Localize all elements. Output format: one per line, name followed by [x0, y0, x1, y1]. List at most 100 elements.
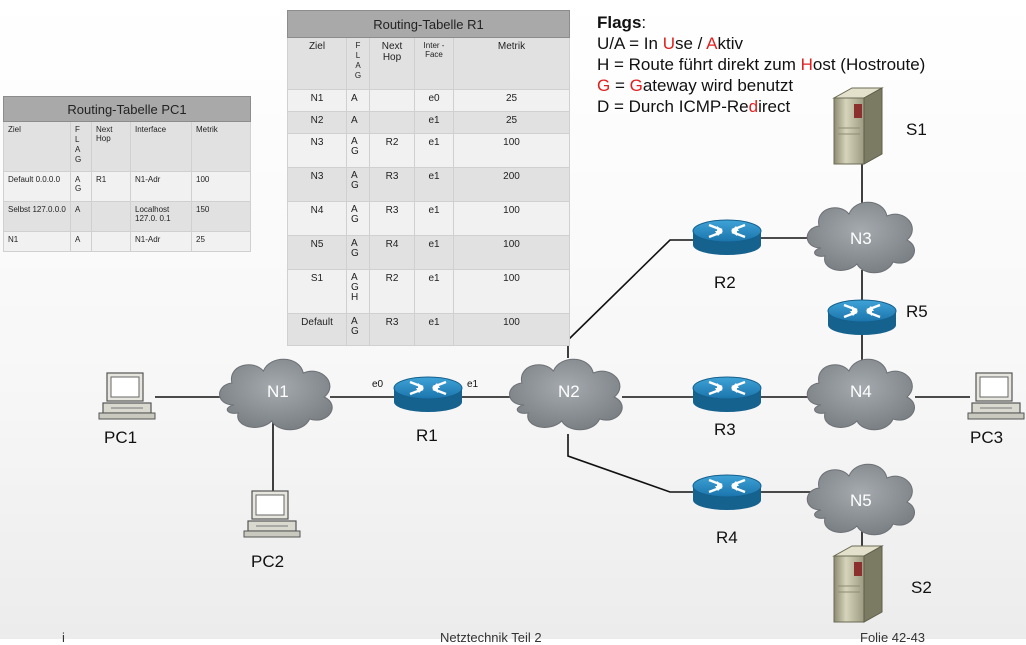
column-header: Inter - Face	[414, 37, 454, 90]
cell-hop: R2	[369, 133, 415, 168]
cell-ziel: N3	[287, 167, 347, 202]
table-title: Routing-Tabelle R1	[287, 10, 570, 38]
cell-interface: N1-Adr	[130, 171, 192, 202]
footer-slide-number: Folie 42-43	[860, 630, 926, 645]
r1-e1-label: e1	[467, 379, 479, 390]
cell-ziel: N4	[287, 201, 347, 236]
n4-label: N4	[850, 382, 872, 401]
cell-ziel: N1	[3, 231, 71, 252]
column-header: Metrik	[191, 121, 251, 172]
pc1-computer-icon	[98, 372, 156, 420]
column-header: Ziel	[287, 37, 347, 90]
pc3-label: PC3	[970, 428, 1004, 447]
cell-metrik: 25	[453, 89, 570, 112]
cell-interface: e0	[414, 89, 454, 112]
cell-flag: A	[346, 111, 370, 134]
cell-interface: N1-Adr	[130, 231, 192, 252]
pc3-computer-icon	[967, 372, 1025, 420]
r4-router-icon	[691, 473, 763, 512]
table-row: N1 A N1-Adr 25	[3, 231, 251, 252]
cell-interface: e1	[414, 235, 454, 270]
r1-router-icon	[392, 375, 464, 414]
cell-ziel: N5	[287, 235, 347, 270]
table-row: Selbst 127.0.0.0 A Localhost 127.0. 0.1 …	[3, 201, 251, 232]
cell-hop: R4	[369, 235, 415, 270]
link-n2-r2	[567, 239, 695, 358]
cell-metrik: 150	[191, 201, 251, 232]
cell-hop: R2	[369, 269, 415, 314]
cell-flag: A G	[70, 171, 92, 202]
table-row: Default 0.0.0.0 A G R1 N1-Adr 100	[3, 171, 251, 202]
pc2-label: PC2	[251, 552, 285, 571]
r2-label: R2	[714, 273, 736, 292]
cell-ziel: Selbst 127.0.0.0	[3, 201, 71, 232]
flag-line-host: H = Route führt direkt zum Host (Hostrou…	[597, 55, 926, 74]
cell-metrik: 100	[191, 171, 251, 202]
cell-metrik: 200	[453, 167, 570, 202]
cell-hop	[91, 201, 131, 232]
cell-metrik: 100	[453, 313, 570, 346]
cell-ziel: N3	[287, 133, 347, 168]
cell-ziel: N1	[287, 89, 347, 112]
flag-line-redirect: D = Durch ICMP-Redirect	[597, 97, 791, 116]
r4-label: R4	[716, 528, 738, 547]
cell-flag: A	[70, 231, 92, 252]
cell-interface: e1	[414, 111, 454, 134]
cell-interface: e1	[414, 201, 454, 236]
s1-label: S1	[906, 120, 927, 139]
cell-metrik: 100	[453, 133, 570, 168]
r1-label: R1	[416, 426, 438, 445]
r5-router-icon	[826, 298, 898, 337]
cell-hop: R3	[369, 167, 415, 202]
column-header: Next Hop	[369, 37, 415, 90]
flag-line-use-aktiv: U/A = In Use / Aktiv	[597, 34, 743, 53]
cell-ziel: Default 0.0.0.0	[3, 171, 71, 202]
flags-legend: Flags: U/A = In Use / Aktiv H = Route fü…	[597, 12, 925, 117]
cell-hop	[91, 231, 131, 252]
cell-hop	[369, 89, 415, 112]
pc1-label: PC1	[104, 428, 138, 447]
flags-heading-text: Flags	[597, 13, 642, 32]
cell-hop: R1	[91, 171, 131, 202]
column-header: Ziel	[3, 121, 71, 172]
cell-hop	[369, 111, 415, 134]
network-links	[155, 162, 970, 565]
flags-heading: Flags:	[597, 13, 647, 32]
s2-label: S2	[911, 578, 932, 597]
cell-hop: R3	[369, 313, 415, 346]
footer-left: i	[62, 630, 65, 645]
cell-interface: e1	[414, 167, 454, 202]
r1-e0-label: e0	[372, 379, 384, 390]
s2-server-icon	[833, 545, 883, 623]
cell-ziel: N2	[287, 111, 347, 134]
table-row: N2 A e1 25	[287, 111, 570, 134]
footer-title: Netztechnik Teil 2	[440, 630, 542, 645]
r5-label: R5	[906, 302, 928, 321]
cell-flag: A	[346, 89, 370, 112]
column-header: Metrik	[453, 37, 570, 90]
column-header: Interface	[130, 121, 192, 172]
cell-metrik: 25	[453, 111, 570, 134]
cell-interface: Localhost 127.0. 0.1	[130, 201, 192, 232]
table-row: N1 A e0 25	[287, 89, 570, 112]
n3-label: N3	[850, 229, 872, 248]
r2-router-icon	[691, 218, 763, 257]
flag-line-gateway: G = Gateway wird benutzt	[597, 76, 794, 95]
cell-interface: e1	[414, 133, 454, 168]
r3-label: R3	[714, 420, 736, 439]
